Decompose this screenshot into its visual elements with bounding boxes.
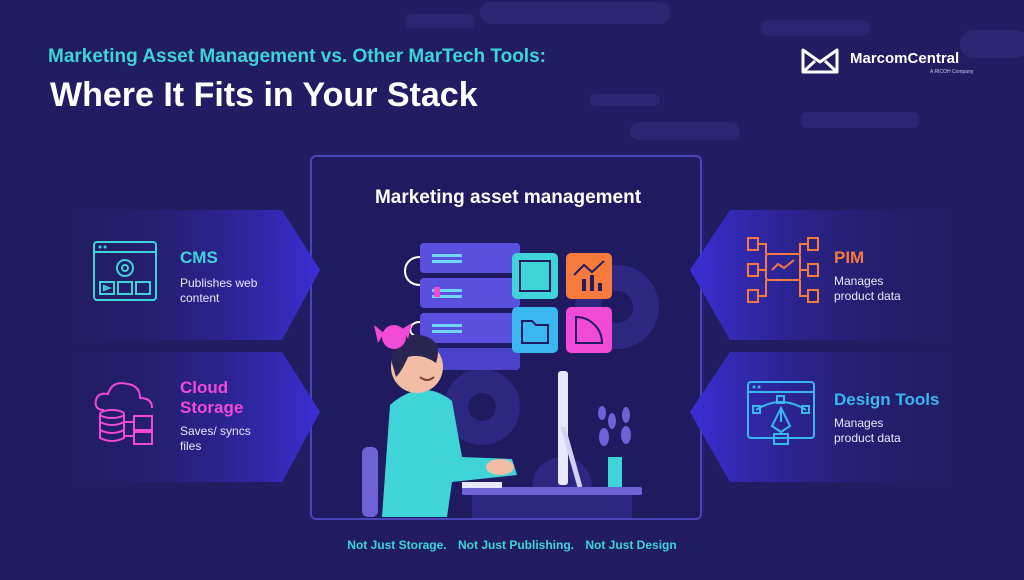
- footer-item-design: Not Just Design: [585, 538, 677, 552]
- cms-description: Publishes web content: [180, 276, 258, 305]
- background-cloud: [590, 94, 660, 106]
- background-cloud: [960, 30, 1024, 58]
- color-swatch-tile-icon: [566, 307, 612, 353]
- center-panel-title: Marketing asset management: [374, 187, 642, 208]
- page-subtitle: Marketing Asset Management vs. Other Mar…: [48, 46, 546, 67]
- cms-card[interactable]: CMS Publishes web content: [62, 210, 320, 340]
- brand-logo[interactable]: MarcomCentral A RICOH Company: [800, 46, 980, 78]
- cms-title: CMS: [180, 248, 218, 267]
- brand-name: MarcomCentral: [850, 50, 960, 67]
- brand-tagline: A RICOH Company: [930, 69, 974, 75]
- design-tools-card[interactable]: Design Tools Manages product data: [690, 352, 960, 482]
- illustration-woman-at-computer: [362, 243, 659, 518]
- background-cloud: [630, 122, 740, 140]
- cloud-database-icon: [94, 382, 153, 445]
- chart-tile-icon: [566, 253, 612, 299]
- server-stack-icon: [404, 243, 520, 370]
- footer-tagline: Not Just Storage. Not Just Publishing. N…: [0, 538, 1024, 552]
- footer-item-storage: Not Just Storage.: [347, 538, 447, 552]
- pim-card[interactable]: PIM Manages product data: [690, 210, 960, 340]
- folder-tile-icon: [512, 307, 558, 353]
- dashboard-tile-icon: [512, 253, 558, 299]
- footer-item-publishing: Not Just Publishing.: [458, 538, 574, 552]
- background-cloud: [760, 20, 870, 36]
- cloud-storage-description: Saves/ syncs files: [180, 424, 251, 453]
- design-tools-card-background: [690, 352, 960, 482]
- marketing-asset-management-panel: Marketing asset management: [310, 155, 702, 520]
- pim-title: PIM: [834, 248, 865, 267]
- design-tools-title: Design Tools: [834, 390, 940, 409]
- marcomcentral-logo-icon: [801, 48, 839, 74]
- vector-pen-window-icon: [747, 381, 815, 445]
- pim-description: Manages product data: [834, 274, 901, 303]
- background-cloud: [480, 2, 670, 24]
- background-cloud: [800, 112, 920, 128]
- background-cloud: [405, 14, 475, 28]
- design-tools-description: Manages product data: [834, 416, 901, 445]
- cms-gear-window-icon: [93, 241, 157, 301]
- product-data-diagram-icon: [747, 237, 819, 303]
- cloud-storage-title: Cloud Storage: [180, 378, 244, 417]
- cloud-storage-card[interactable]: Cloud Storage Saves/ syncs files: [62, 352, 320, 482]
- page-title: Where It Fits in Your Stack: [50, 76, 478, 114]
